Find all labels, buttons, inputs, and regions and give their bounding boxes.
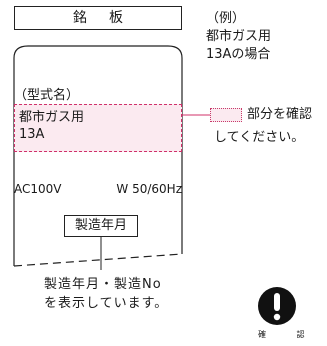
example-case: 13Aの場合 (206, 47, 271, 62)
model-gas-code: 13A (19, 127, 45, 142)
highlight-region: 都市ガス用 13A (14, 104, 182, 152)
caption-line-1: 製造年月・製造No (44, 277, 162, 292)
frequency-label: W 50/60Hz (116, 182, 182, 196)
caption: 製造年月・製造No を表示しています。 (44, 275, 168, 313)
example-note: （例） 都市ガス用 13Aの場合 (206, 10, 271, 64)
caption-line-2: を表示しています。 (44, 296, 169, 311)
model-gas-type: 都市ガス用 (19, 110, 85, 125)
legend-text: 部分を確認 (247, 107, 313, 122)
example-heading: （例） (206, 11, 246, 26)
spec-row: AC100V W 50/60Hz (14, 182, 182, 196)
nameplate-title: 銘板 (14, 6, 182, 30)
confirm-label: 確 認 (258, 330, 319, 339)
legend-text-2: してください。 (214, 130, 305, 145)
manufacture-date-box: 製造年月 (64, 215, 138, 237)
voltage-label: AC100V (14, 182, 62, 196)
model-label: （型式名） (14, 88, 80, 103)
example-gas-type: 都市ガス用 (206, 29, 272, 44)
exclamation-icon (258, 287, 296, 325)
legend-swatch (210, 108, 242, 122)
